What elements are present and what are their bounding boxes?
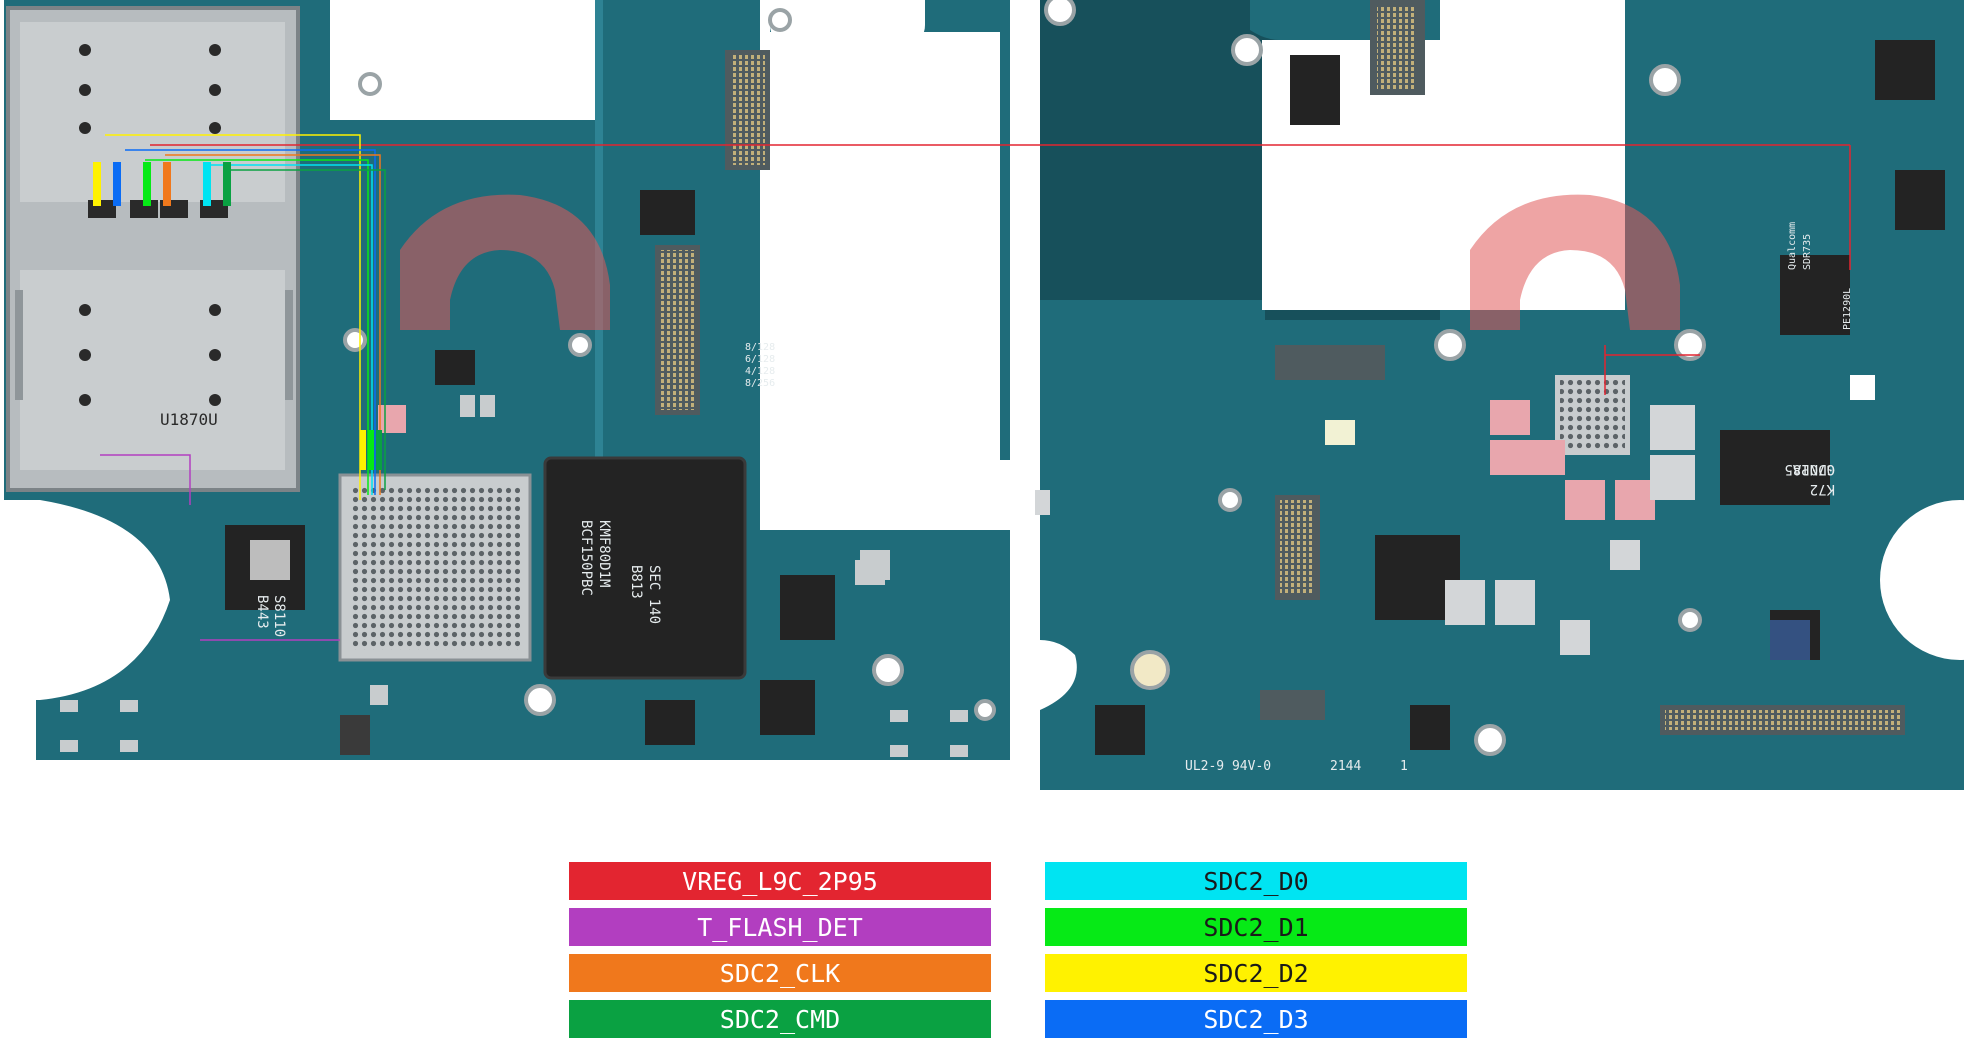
memory-chip — [543, 456, 747, 680]
silkscreen-text: 8/256 — [745, 378, 775, 389]
legend-item-t-flash-det: T_FLASH_DET — [569, 908, 991, 946]
board-to-board-connector — [1275, 345, 1385, 380]
sim-pin-highlights — [93, 162, 382, 470]
pcb-board-diagram: SEC 140 B813 KMF80D1M BCF150PBC S8110 B4… — [4, 0, 1964, 790]
board-to-board-connector — [1260, 690, 1325, 720]
legend-item-sdc2-d3: SDC2_D3 — [1045, 1000, 1467, 1038]
silkscreen-text: 8/128 — [745, 342, 775, 353]
signal-traces — [100, 134, 1851, 641]
left-board: SEC 140 B813 KMF80D1M BCF150PBC S8110 B4… — [4, 0, 1010, 760]
silkscreen-text: PE1290L — [1842, 288, 1853, 330]
silkscreen-text: U1870U — [160, 410, 218, 429]
legend-label: SDC2_D1 — [1203, 912, 1309, 942]
silkscreen-text: 2144 — [1330, 759, 1361, 774]
silkscreen-text: UL2-9 94V-0 — [1185, 759, 1271, 774]
legend-item-sdc2-cmd: SDC2_CMD — [569, 1000, 991, 1038]
silkscreen-text: 6/128 — [745, 354, 775, 365]
silkscreen-text: BCF150PBC — [578, 520, 594, 596]
legend-item-sdc2-clk: SDC2_CLK — [569, 954, 991, 992]
legend-label: SDC2_D2 — [1203, 958, 1309, 988]
silkscreen-text: S8110 — [271, 595, 287, 637]
silkscreen-text: 4/128 — [745, 366, 775, 377]
silkscreen-text: B813 — [628, 565, 644, 599]
legend-item-vreg-l9c-2p95: VREG_L9C_2P95 — [569, 862, 991, 900]
silkscreen-text: GDNPA — [1792, 461, 1835, 477]
silkscreen-text: B443 — [254, 595, 270, 629]
soc-bga-pads — [338, 473, 532, 662]
sim-card-tray — [6, 6, 300, 492]
silkscreen-text: K72 — [1810, 481, 1835, 497]
right-board: UL2-9 94V-0 2144 1 GDNPA 070185 K72 Qual… — [1035, 0, 1964, 790]
legend-label: SDC2_CMD — [719, 1004, 841, 1034]
silkscreen-text: SDR735 — [1802, 234, 1813, 270]
silkscreen-text: 1 — [1400, 759, 1408, 774]
silkscreen-text: Qualcomm — [1787, 222, 1798, 270]
silkscreen-text: SEC 140 — [646, 565, 662, 624]
silkscreen-text: KMF80D1M — [596, 520, 612, 587]
legend-item-sdc2-d1: SDC2_D1 — [1045, 908, 1467, 946]
legend-label: SDC2_D0 — [1203, 866, 1309, 896]
legend-label: T_FLASH_DET — [697, 912, 863, 942]
left-cutout — [768, 32, 1000, 462]
legend-item-sdc2-d2: SDC2_D2 — [1045, 954, 1467, 992]
legend-label: SDC2_D3 — [1203, 1004, 1309, 1034]
legend-item-sdc2-d0: SDC2_D0 — [1045, 862, 1467, 900]
silkscreen-text: 070185 — [1784, 461, 1835, 477]
legend-label: SDC2_CLK — [719, 958, 841, 988]
legend-label: VREG_L9C_2P95 — [682, 866, 878, 896]
